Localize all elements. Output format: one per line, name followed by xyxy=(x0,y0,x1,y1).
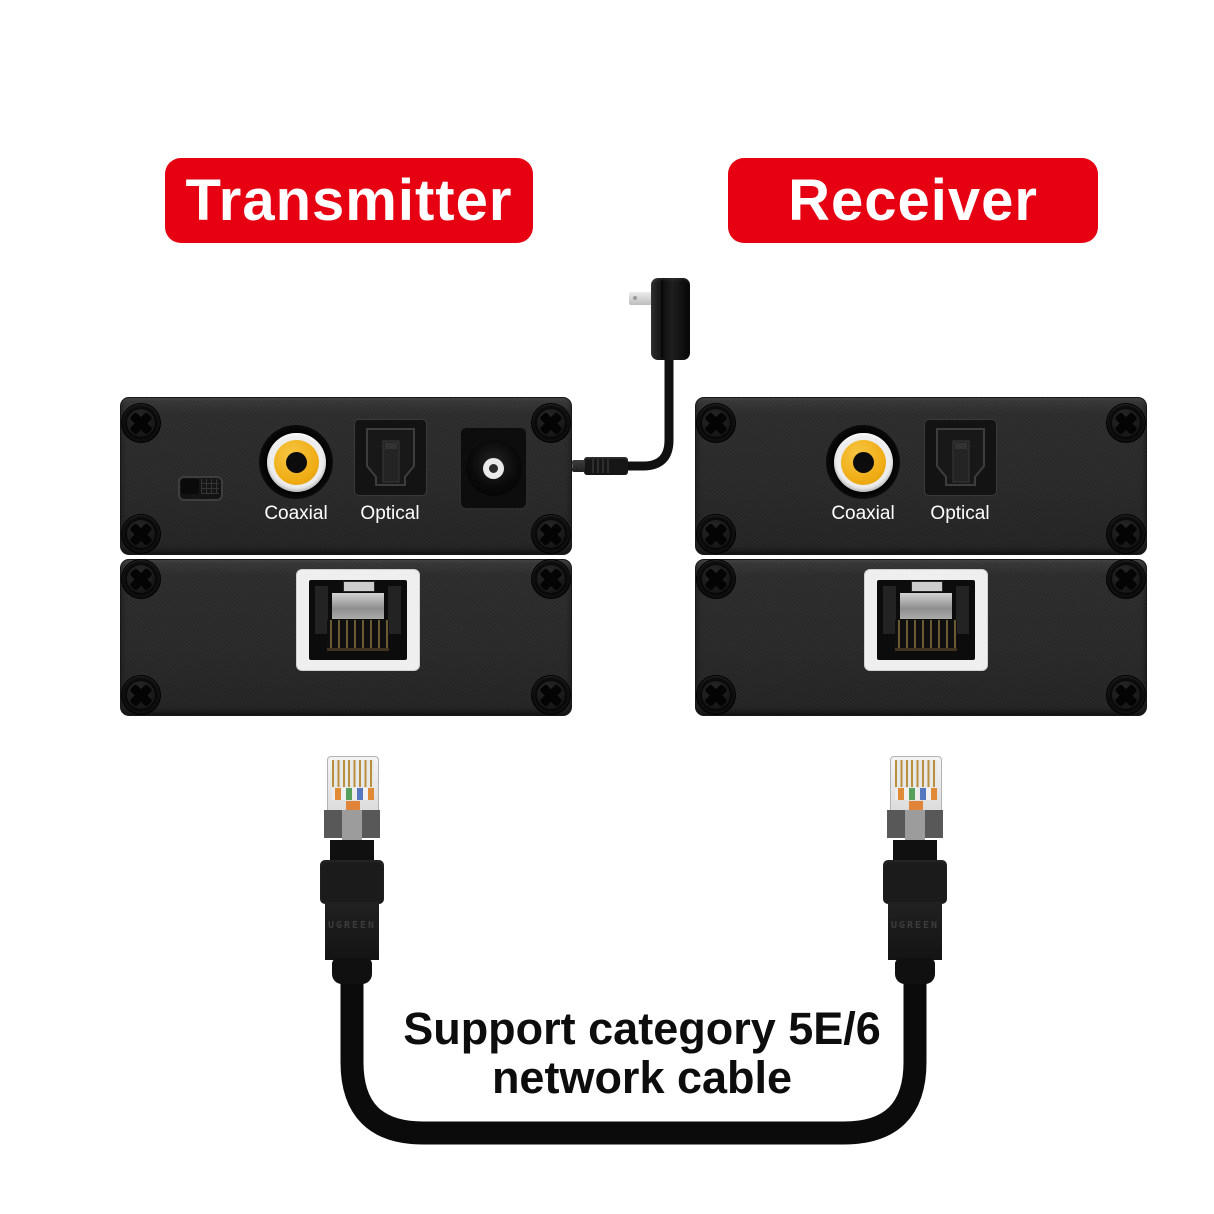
screw-icon xyxy=(122,676,160,714)
optical-port[interactable] xyxy=(354,419,427,496)
rj45-connector-head xyxy=(327,756,379,812)
coaxial-label: Coaxial xyxy=(264,503,328,524)
screw-icon xyxy=(122,560,160,598)
optical-label: Optical xyxy=(930,503,990,524)
screw-icon xyxy=(1107,515,1145,553)
optical-label: Optical xyxy=(360,503,420,524)
screw-icon xyxy=(1107,560,1145,598)
cable-caption-line2: network cable xyxy=(491,1052,793,1103)
coaxial-label: Coaxial xyxy=(831,503,895,524)
mode-switch-knob xyxy=(181,479,199,494)
power-adapter-body xyxy=(651,278,690,360)
mode-switch-grip xyxy=(201,479,219,494)
screw-icon xyxy=(532,560,570,598)
screw-icon xyxy=(532,515,570,553)
screw-icon xyxy=(697,404,735,442)
receiver-badge: Receiver xyxy=(728,158,1098,243)
coaxial-port[interactable] xyxy=(826,425,900,499)
screw-icon xyxy=(697,515,735,553)
power-plug-prong xyxy=(629,292,652,305)
transmitter-badge: Transmitter xyxy=(165,158,533,243)
transmitter-badge-label: Transmitter xyxy=(185,168,513,233)
receiver-bottom-panel xyxy=(695,559,1147,716)
rj45-connector-head xyxy=(890,756,942,812)
screw-icon xyxy=(122,404,160,442)
connector-brand-label: UGREEN xyxy=(327,920,377,931)
screw-icon xyxy=(697,560,735,598)
rj45-jack[interactable] xyxy=(864,569,988,671)
screw-icon xyxy=(122,515,160,553)
screw-icon xyxy=(1107,676,1145,714)
screw-icon xyxy=(1107,404,1145,442)
screw-icon xyxy=(532,404,570,442)
transmitter-bottom-panel xyxy=(120,559,572,716)
screw-icon xyxy=(697,676,735,714)
rj45-connector[interactable]: UGREEN xyxy=(883,756,947,986)
receiver-badge-label: Receiver xyxy=(788,168,1038,233)
rj45-jack[interactable] xyxy=(296,569,420,671)
cable-caption: Support category 5E/6 network cable xyxy=(392,1004,892,1102)
coaxial-port[interactable] xyxy=(259,425,333,499)
optical-port[interactable] xyxy=(924,419,997,496)
mode-switch[interactable] xyxy=(178,476,223,501)
rj45-connector[interactable]: UGREEN xyxy=(320,756,384,986)
dc-plug-body xyxy=(584,457,628,475)
dc-plug-tip xyxy=(572,460,585,472)
transmitter-top-panel: Coaxial Optical xyxy=(120,397,572,555)
cable-caption-line1: Support category 5E/6 xyxy=(403,1003,881,1054)
receiver-top-panel: Coaxial Optical xyxy=(695,397,1147,555)
screw-icon xyxy=(532,676,570,714)
connector-brand-label: UGREEN xyxy=(890,920,940,931)
dc-power-jack[interactable] xyxy=(459,426,528,510)
